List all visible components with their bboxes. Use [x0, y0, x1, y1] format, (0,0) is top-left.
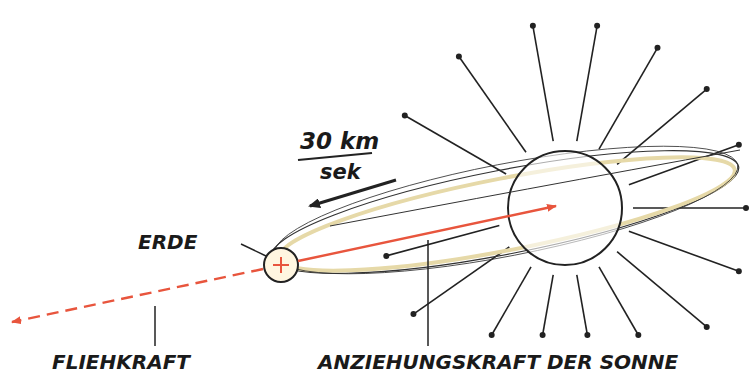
orbit [263, 120, 746, 300]
speed-value: 30 km [300, 130, 379, 153]
ray-dot [585, 333, 589, 337]
ray-dot [705, 87, 709, 91]
centrifugal-label: FLIEHKRAFT [52, 352, 190, 372]
centrifugal-arrow [12, 269, 263, 322]
sun-ray [492, 267, 531, 335]
ray-dot [636, 333, 640, 337]
sun-ray [617, 89, 707, 164]
earth [264, 248, 298, 282]
ray-dot [744, 206, 748, 210]
ray-dot [655, 46, 659, 50]
ray-dot [403, 113, 407, 117]
leader-lines [155, 240, 428, 346]
ray-dot [737, 269, 741, 273]
earth-label: ERDE [138, 232, 197, 252]
sun-ray [405, 116, 506, 175]
ray-dot [489, 333, 493, 337]
attraction-arrow [298, 206, 556, 261]
ray-dot [531, 24, 535, 28]
sun-ray [577, 26, 597, 141]
sun-ray [599, 48, 658, 149]
sun [508, 151, 622, 265]
sun-ray [617, 252, 707, 327]
sun-ray [577, 275, 588, 335]
ray-dot [384, 254, 388, 258]
ray-dot [411, 312, 415, 316]
velocity-arrow [310, 180, 396, 206]
ray-dot [737, 143, 741, 147]
ray-dot [457, 54, 461, 58]
speed-unit: sek [320, 162, 361, 183]
sun-ray [629, 231, 739, 271]
sun-ray [599, 267, 638, 335]
sun-ray [543, 275, 554, 335]
sun-ray [533, 26, 553, 141]
attraction-label: ANZIEHUNGSKRAFT DER SONNE [318, 352, 678, 372]
sun-ray [633, 207, 746, 209]
fraction-bar [298, 153, 372, 160]
sun-ray [459, 56, 526, 152]
ray-dot [705, 325, 709, 329]
ray-dot [595, 24, 599, 28]
orbit-front [330, 150, 740, 226]
earth-cross [273, 257, 289, 273]
sun-rays [384, 24, 748, 338]
ray-dot [540, 333, 544, 337]
